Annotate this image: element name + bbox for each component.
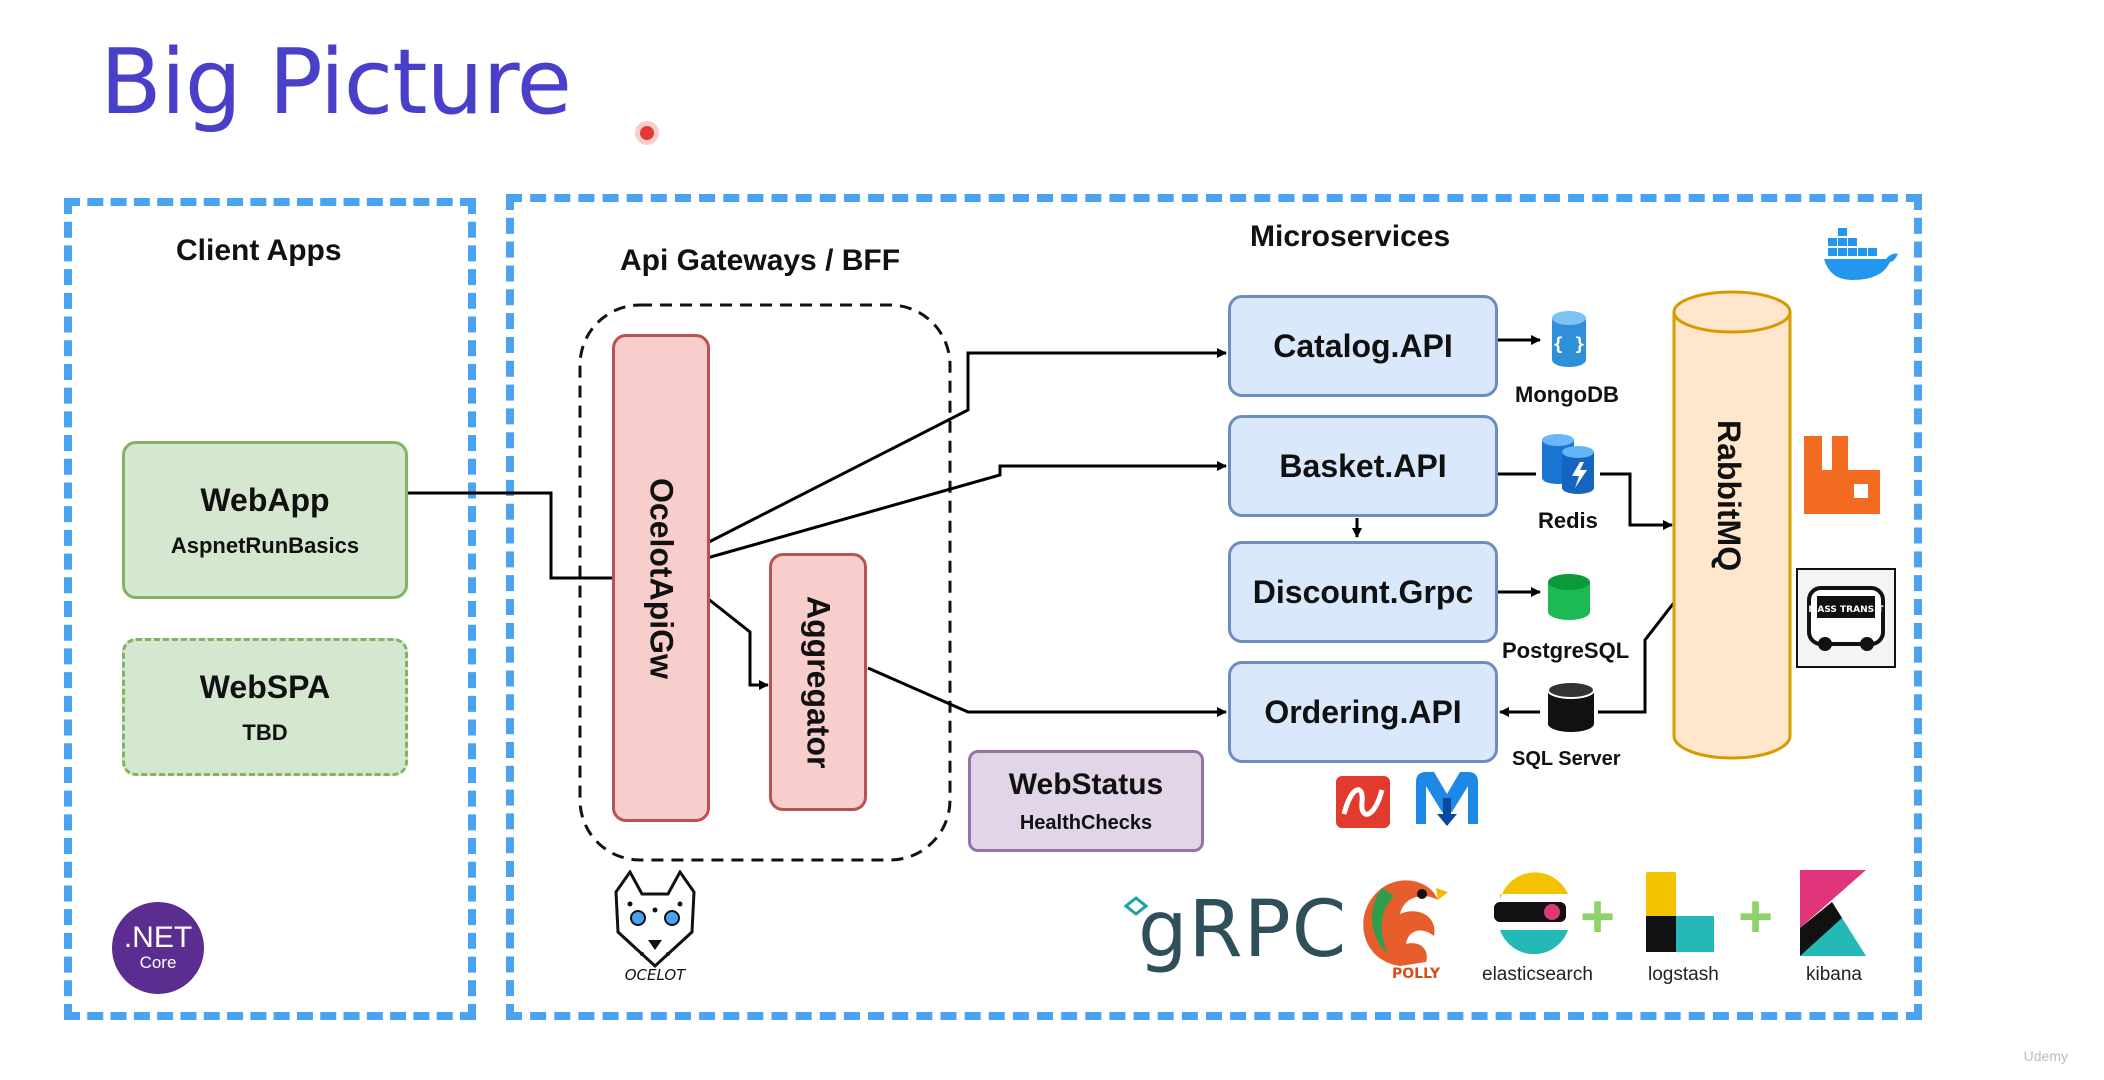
webapp-title: WebApp [200,481,330,518]
bus-icon: MASS TRANSIT [1807,586,1885,651]
basket-api-label: Basket.API [1279,447,1447,484]
polly-text: POLLY [1392,966,1441,980]
client-apps-container [64,198,476,1020]
discount-grpc-node[interactable]: Discount.Grpc [1228,541,1498,643]
redis-icon [1542,434,1594,494]
aggregator-label: Aggregator [800,595,837,769]
aggregator-node[interactable]: Aggregator [769,553,867,811]
elasticsearch-icon [1494,872,1568,955]
webapp-subtitle: AspnetRunBasics [170,532,360,558]
logstash-label: logstash [1648,964,1719,985]
svg-text:{ }: { } [1553,334,1586,355]
rabbitmq-logo-icon [1804,436,1880,514]
basket-api-node[interactable]: Basket.API [1228,415,1498,517]
sqlserver-icon [1547,681,1595,732]
backend-container [506,194,1922,1020]
dotnet-text: .NET [123,921,193,954]
postgresql-label: PostgreSQL [1502,638,1630,663]
udemy-watermark: Udemy [2023,1048,2068,1064]
discount-grpc-label: Discount.Grpc [1252,573,1474,610]
gateway-group [578,303,952,862]
logstash-icon [1646,872,1714,952]
masstransit-logo-icon: MASS TRANSIT [1796,568,1896,668]
dotnet-core-text: Core [139,953,177,972]
elasticsearch-label: elasticsearch [1482,964,1593,985]
webspa-title: WebSPA [199,668,331,705]
pointer-dot [640,126,654,140]
grpc-accent-icon [1124,896,1148,916]
redis-label: Redis [1538,508,1598,533]
webstatus-node[interactable]: WebStatus HealthChecks [968,750,1204,852]
rabbitmq-node[interactable] [1670,290,1798,770]
edge-ocelot-basket [706,461,1227,560]
ocelot-gateway-label: OcelotApiGw [643,477,680,679]
webspa-subtitle: TBD [242,719,288,745]
ocelot-logo-text: OCELOT [625,966,687,984]
automapper-icon [1336,776,1390,828]
polly-logo-icon: POLLY [1363,880,1448,980]
mediatr-icon [1416,772,1478,826]
masstransit-text: MASS TRANSIT [1808,605,1884,615]
ordering-api-node[interactable]: Ordering.API [1228,661,1498,763]
edge-ocelot-aggregator [706,596,769,690]
edge-redis-rabbit [1600,472,1673,530]
sqlserver-label: SQL Server [1512,748,1621,770]
mongodb-label: MongoDB [1515,382,1619,407]
kibana-label: kibana [1806,964,1862,985]
ordering-api-label: Ordering.API [1264,693,1462,730]
kibana-icon [1800,870,1866,956]
webapp-node[interactable]: WebApp AspnetRunBasics [122,441,408,599]
edge-rabbit-sql [1598,599,1678,714]
webstatus-subtitle: HealthChecks [1019,811,1153,834]
grpc-logo: gRPC [1138,885,1348,975]
page-title: Big Picture [100,30,572,135]
rabbitmq-label: RabbitMQ [1711,420,1747,572]
edge-webapp-ocelot [407,491,614,580]
microservices-title: Microservices [1250,220,1451,253]
plus-sign-1: + [1580,883,1616,950]
catalog-api-label: Catalog.API [1273,327,1453,364]
ocelot-gateway-node[interactable]: OcelotApiGw [612,334,710,822]
dotnet-core-logo: .NET Core [112,902,204,994]
postgresql-icon [1548,574,1590,620]
ocelot-logo-icon: OCELOT [614,870,696,984]
webstatus-title: WebStatus [1008,767,1164,801]
docker-icon [1824,228,1898,280]
edge-aggregator-ordering [867,666,1227,717]
mongodb-icon: { } [1552,311,1586,367]
edge-ocelot-catalog [706,348,1227,545]
catalog-api-node[interactable]: Catalog.API [1228,295,1498,397]
webspa-node[interactable]: WebSPA TBD [122,638,408,776]
api-gateways-title: Api Gateways / BFF [620,244,901,277]
client-apps-title: Client Apps [176,234,342,267]
plus-sign-2: + [1738,883,1774,950]
